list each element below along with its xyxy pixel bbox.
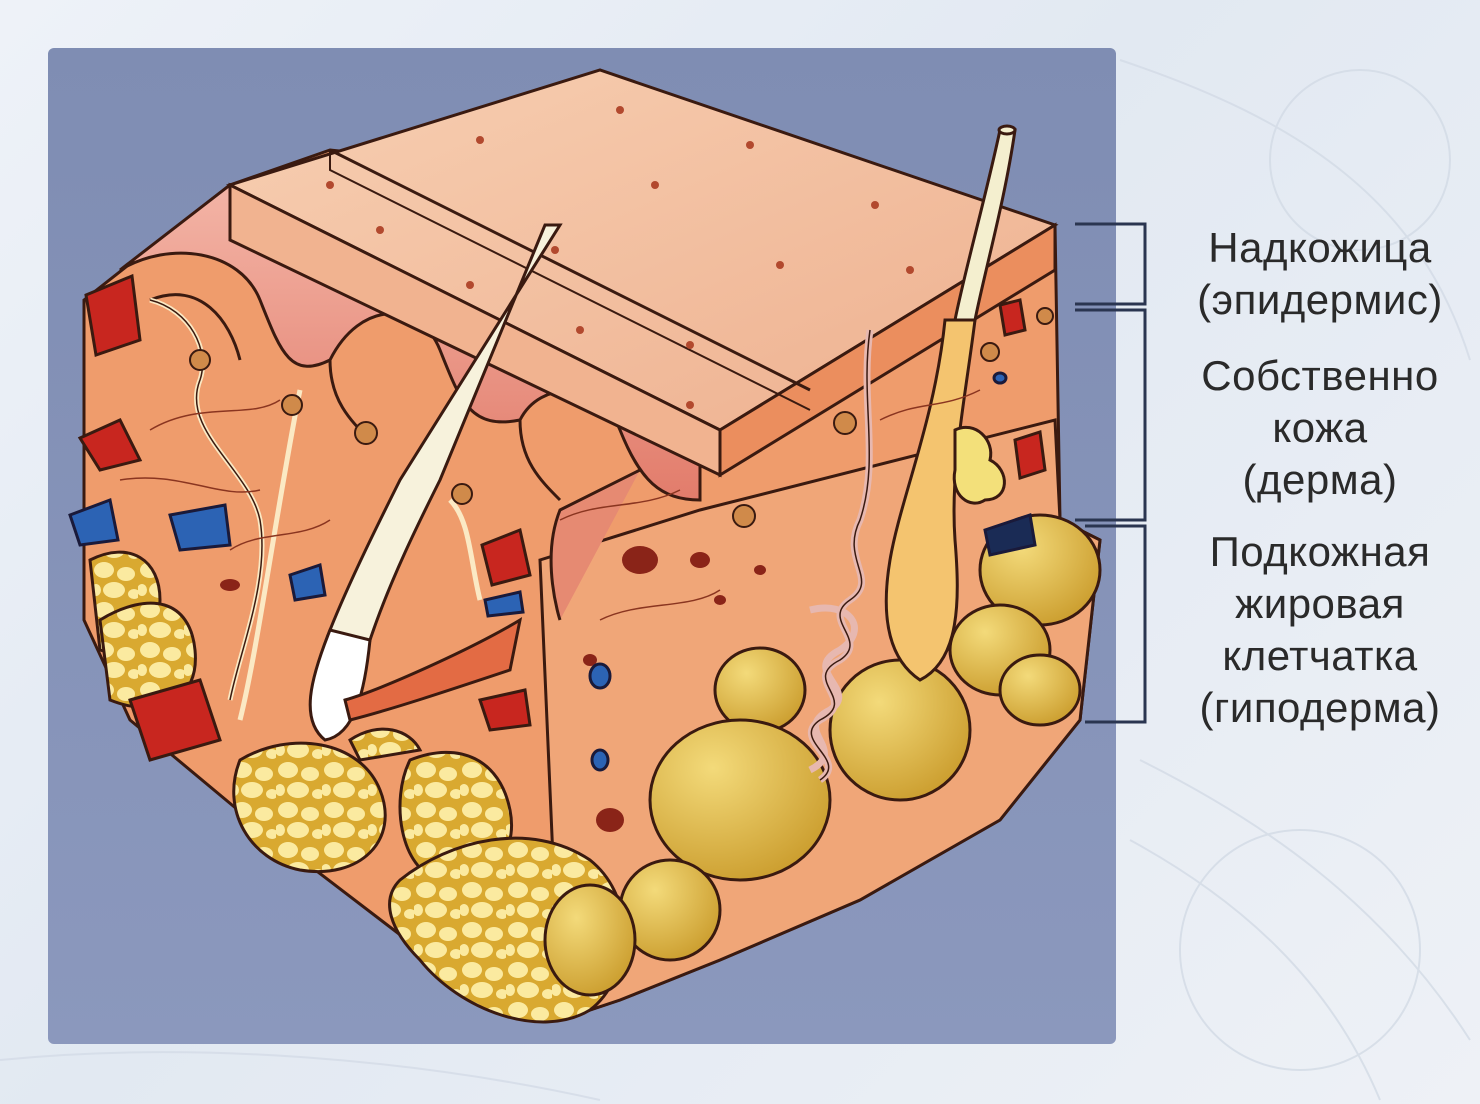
dermis-label-line-2: кожа bbox=[1170, 402, 1470, 454]
dermis-bracket bbox=[1075, 310, 1145, 520]
epidermis-label: Надкожица (эпидермис) bbox=[1170, 222, 1470, 326]
hypodermis-label-line-3: клетчатка bbox=[1170, 630, 1470, 682]
epidermis-label-line-1: Надкожица bbox=[1170, 222, 1470, 274]
hypodermis-label-line-2: жировая bbox=[1170, 578, 1470, 630]
hypodermis-bracket bbox=[1085, 526, 1145, 722]
epidermis-bracket bbox=[1075, 224, 1145, 304]
dermis-label-line-1: Собственно bbox=[1170, 350, 1470, 402]
dermis-label-line-3: (дерма) bbox=[1170, 454, 1470, 506]
hypodermis-label: Подкожная жировая клетчатка (гиподерма) bbox=[1170, 526, 1470, 734]
epidermis-label-line-2: (эпидермис) bbox=[1170, 274, 1470, 326]
dermis-label: Собственно кожа (дерма) bbox=[1170, 350, 1470, 506]
hypodermis-label-line-4: (гиподерма) bbox=[1170, 682, 1470, 734]
hypodermis-label-line-1: Подкожная bbox=[1170, 526, 1470, 578]
